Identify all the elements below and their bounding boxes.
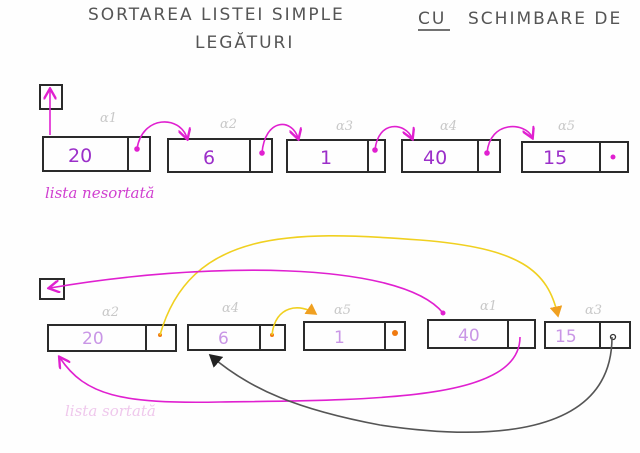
title: SORTAREA LISTEI SIMPLE CU SCHIMBARE DE L… bbox=[88, 5, 622, 53]
title-line-2: LEGĂTURI bbox=[195, 31, 294, 53]
node: 15 α3 bbox=[544, 303, 631, 349]
title-part-2: CU bbox=[418, 9, 446, 29]
next-arrows bbox=[134, 121, 532, 156]
unsorted-caption: lista nesortată bbox=[45, 184, 154, 202]
node-label: α3 bbox=[585, 303, 602, 318]
node-value: 15 bbox=[555, 327, 577, 347]
unsorted-list: 20 α1 6 α2 1 α3 40 α4 15 α5 bbox=[39, 84, 629, 202]
node-label: α1 bbox=[100, 111, 117, 126]
node: 1 α5 bbox=[303, 303, 406, 351]
relinked-arrows bbox=[50, 235, 613, 433]
node-value: 40 bbox=[423, 147, 447, 169]
title-part-3: SCHIMBARE DE bbox=[468, 9, 622, 29]
title-part-1: SORTAREA LISTEI SIMPLE bbox=[88, 5, 345, 25]
node: 6 α2 bbox=[167, 117, 273, 173]
node-value: 6 bbox=[203, 147, 215, 169]
node: 6 α4 bbox=[187, 301, 286, 351]
node: 40 α4 bbox=[401, 119, 501, 173]
node-label: α2 bbox=[102, 305, 119, 320]
node: 40 α1 bbox=[427, 299, 536, 349]
node: 1 α3 bbox=[286, 119, 386, 173]
node-value: 20 bbox=[82, 329, 104, 349]
head-pointer-box bbox=[39, 84, 63, 110]
sorted-list: 20 α2 6 α4 1 α5 40 α1 15 α3 bbox=[39, 235, 631, 433]
node-label: α4 bbox=[440, 119, 457, 134]
node-label: α5 bbox=[334, 303, 351, 318]
node-value: 20 bbox=[68, 145, 92, 167]
node: 15 α5 bbox=[521, 119, 629, 173]
node-label: α5 bbox=[558, 119, 575, 134]
node-value: 1 bbox=[334, 328, 345, 348]
node-label: α3 bbox=[336, 119, 353, 134]
node-value: 40 bbox=[458, 326, 480, 346]
node-value: 1 bbox=[320, 147, 332, 169]
node: 20 α2 bbox=[47, 305, 177, 352]
node-label: α2 bbox=[220, 117, 237, 132]
node-value: 6 bbox=[218, 329, 229, 349]
node: 20 α1 bbox=[42, 111, 151, 172]
head-pointer-box bbox=[39, 278, 65, 300]
sorted-caption: lista sortată bbox=[65, 402, 156, 420]
node-label: α4 bbox=[222, 301, 239, 316]
node-label: α1 bbox=[480, 299, 497, 314]
node-value: 15 bbox=[543, 147, 567, 169]
